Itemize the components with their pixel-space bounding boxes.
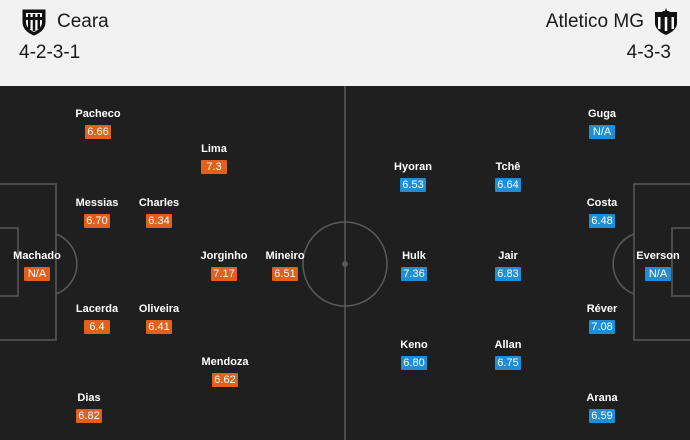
player-rating: 6.62 (212, 373, 238, 387)
away-player[interactable]: Arana 6.59 (562, 392, 642, 424)
player-rating: N/A (645, 267, 671, 281)
player-name: Everson (636, 250, 680, 262)
player-name: Lima (201, 143, 227, 155)
player-name: Allan (494, 339, 522, 351)
player-rating: 6.75 (495, 356, 521, 370)
away-team-header: Atletico MG 4-3-3 (345, 0, 690, 84)
away-player[interactable]: Jair 6.83 (468, 250, 548, 282)
player-rating: 7.36 (401, 267, 427, 281)
player-rating: 6.70 (84, 214, 110, 228)
player-rating: 6.59 (589, 409, 615, 423)
player-name: Jair (498, 250, 518, 262)
player-rating: 6.80 (401, 356, 427, 370)
player-name: Hulk (402, 250, 426, 262)
player-rating: 6.64 (495, 178, 521, 192)
home-team-header: Ceara 4-2-3-1 (0, 0, 345, 84)
pitch-markings (0, 86, 690, 440)
player-rating: N/A (589, 125, 615, 139)
away-player[interactable]: Allan 6.75 (468, 339, 548, 371)
atletico-mg-crest-icon (655, 8, 677, 35)
away-player[interactable]: Tchê 6.64 (468, 161, 548, 193)
player-rating: 6.4 (84, 320, 110, 334)
player-name: Charles (138, 197, 180, 209)
player-rating: 6.83 (495, 267, 521, 281)
match-header: Ceara 4-2-3-1 Atletico MG 4-3-3 (0, 0, 690, 84)
player-name: Mineiro (265, 250, 305, 262)
ceara-crest-icon (22, 9, 46, 36)
home-player[interactable]: Machado N/A (0, 250, 77, 282)
away-formation: 4-3-3 (626, 42, 671, 63)
home-player[interactable]: Mineiro 6.51 (245, 250, 325, 282)
player-rating: N/A (24, 267, 50, 281)
away-player[interactable]: Hulk 7.36 (374, 250, 454, 282)
away-team-name[interactable]: Atletico MG (545, 11, 644, 32)
player-rating: 7.3 (201, 160, 227, 174)
home-player[interactable]: Messias 6.70 (57, 197, 137, 229)
pitch: Pacheco 6.66 Lima 7.3 Messias 6.70 Charl… (0, 86, 690, 440)
away-player[interactable]: Hyoran 6.53 (373, 161, 453, 193)
home-team-name[interactable]: Ceara (57, 11, 109, 32)
player-name: Dias (77, 392, 101, 404)
away-player[interactable]: Costa 6.48 (562, 197, 642, 229)
home-player[interactable]: Lima 7.3 (174, 143, 254, 175)
player-name: Réver (586, 303, 618, 315)
home-player[interactable]: Dias 6.82 (49, 392, 129, 424)
player-name: Keno (400, 339, 428, 351)
player-rating: 7.08 (589, 320, 615, 334)
player-rating: 6.53 (400, 178, 426, 192)
away-player[interactable]: Everson N/A (618, 250, 690, 282)
player-rating: 7.17 (211, 267, 237, 281)
home-player[interactable]: Oliveira 6.41 (119, 303, 199, 335)
player-name: Guga (587, 108, 617, 120)
player-name: Jorginho (200, 250, 248, 262)
home-player[interactable]: Lacerda 6.4 (57, 303, 137, 335)
player-name: Lacerda (75, 303, 119, 315)
player-name: Tchê (495, 161, 521, 173)
player-name: Pacheco (75, 108, 121, 120)
home-player[interactable]: Charles 6.34 (119, 197, 199, 229)
player-rating: 6.34 (146, 214, 172, 228)
player-name: Machado (13, 250, 61, 262)
home-player[interactable]: Jorginho 7.17 (184, 250, 264, 282)
player-name: Oliveira (138, 303, 180, 315)
player-rating: 6.66 (85, 125, 111, 139)
player-name: Messias (75, 197, 119, 209)
away-player[interactable]: Guga N/A (562, 108, 642, 140)
home-formation: 4-2-3-1 (19, 42, 81, 63)
player-name: Costa (586, 197, 618, 209)
player-rating: 6.48 (589, 214, 615, 228)
player-rating: 6.41 (146, 320, 172, 334)
player-name: Hyoran (394, 161, 432, 173)
player-rating: 6.82 (76, 409, 102, 423)
player-name: Mendoza (201, 356, 249, 368)
player-name: Arana (586, 392, 618, 404)
player-rating: 6.51 (272, 267, 298, 281)
away-player[interactable]: Réver 7.08 (562, 303, 642, 335)
home-player[interactable]: Pacheco 6.66 (58, 108, 138, 140)
away-player[interactable]: Keno 6.80 (374, 339, 454, 371)
home-player[interactable]: Mendoza 6.62 (185, 356, 265, 388)
